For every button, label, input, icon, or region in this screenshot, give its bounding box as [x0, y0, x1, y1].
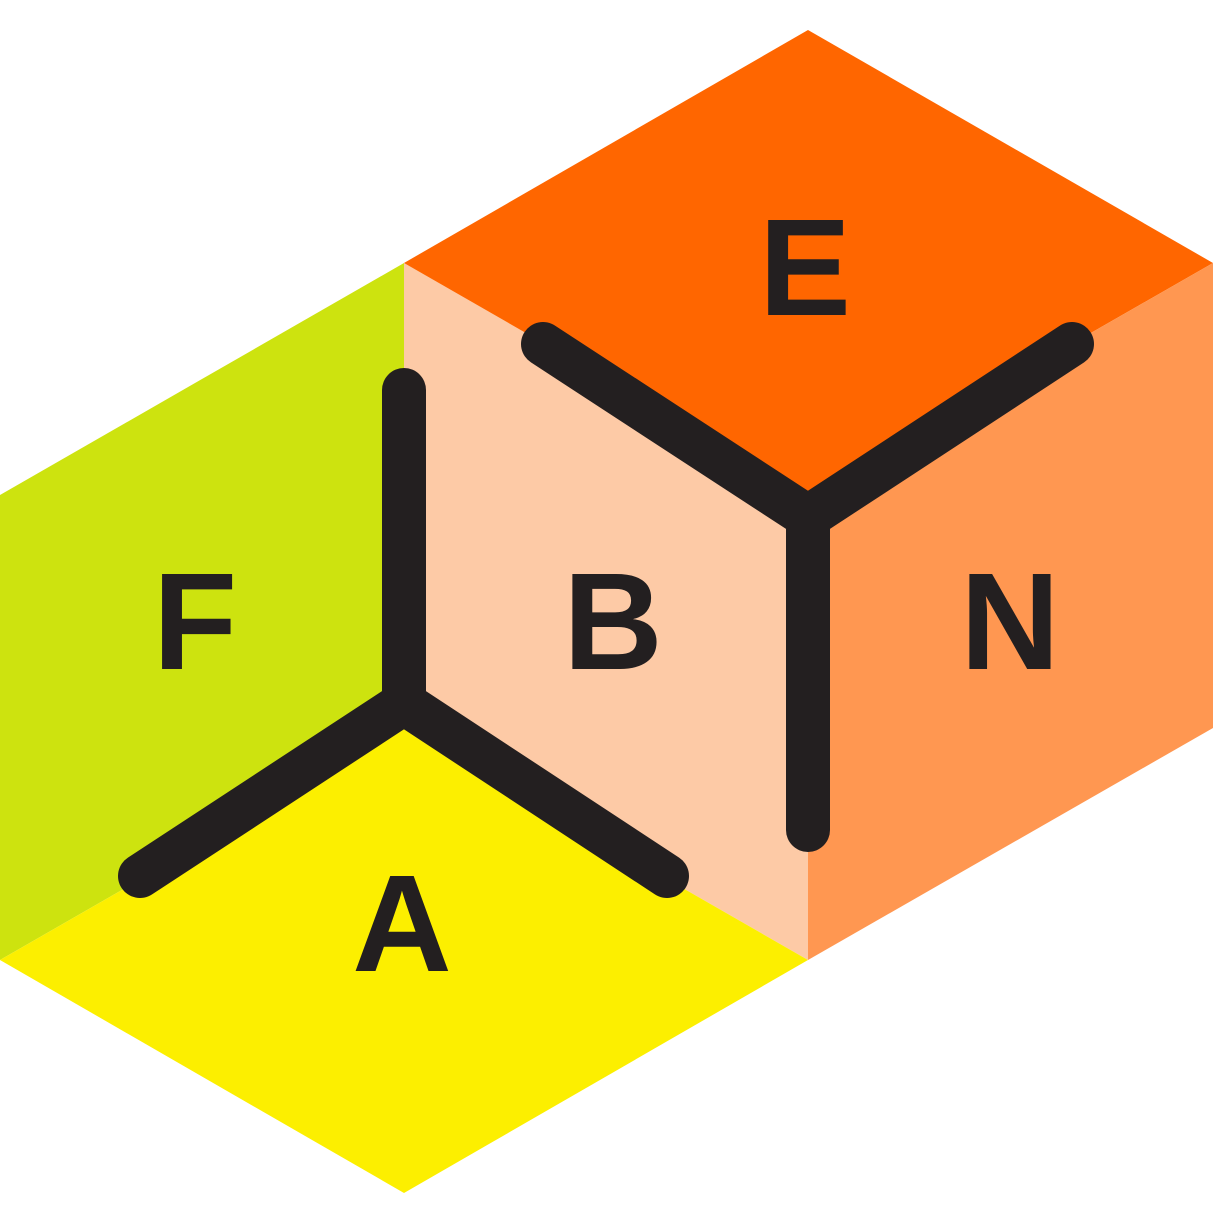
- connector-right: [521, 322, 1094, 852]
- tile-a-label: A: [352, 847, 452, 1001]
- tile-n-label: N: [960, 545, 1060, 699]
- connector-left: [118, 368, 689, 898]
- tile-b-label: B: [563, 545, 663, 699]
- tile-e-label: E: [759, 191, 851, 345]
- tile-f-label: F: [153, 545, 237, 699]
